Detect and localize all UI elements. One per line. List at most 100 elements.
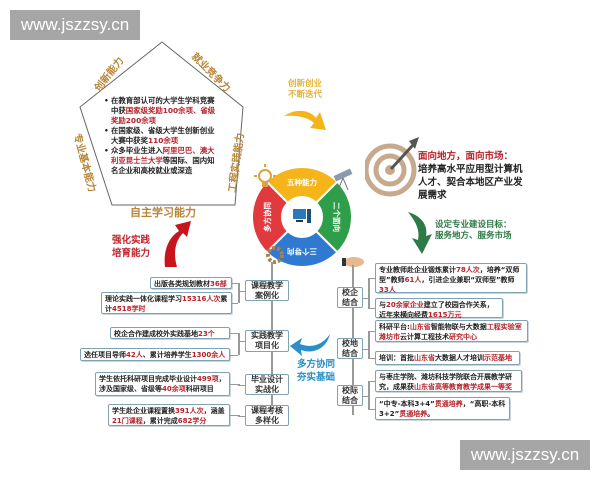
left-tree-detail: 理论实践一体化课程学习15316人次累计4518学时 — [101, 292, 232, 314]
watermark-bottom: www.jszzsy.cn — [460, 440, 590, 470]
text-segment: 潍坊市 — [379, 333, 400, 341]
text-segment: 与 — [379, 301, 386, 309]
text-segment: 工程实验室 — [486, 323, 522, 331]
text-segment: 等国际、国内知名企业和高校就业或深造 — [111, 156, 215, 175]
right-tree-node: 校企结合 — [337, 287, 363, 308]
text-segment: 499项 — [197, 375, 219, 383]
text-segment: 61人 — [404, 276, 422, 284]
connector — [368, 408, 375, 410]
text-segment: 与枣庄学院、潍坊科技学院联合开展教学研究，成果获 — [379, 373, 512, 391]
red-arrow-icon — [164, 221, 191, 267]
connector — [232, 303, 238, 305]
text-segment: 理论实践一体化课程学习 — [105, 295, 182, 303]
wheel-segment — [314, 180, 353, 254]
connector — [230, 415, 238, 417]
connector — [363, 297, 368, 299]
text-segment: 78人次 — [456, 266, 480, 274]
gear-icon — [266, 246, 284, 264]
connector — [238, 333, 240, 355]
connector — [368, 331, 375, 333]
text-segment: 682学分 — [177, 417, 207, 425]
right-tree-detail: 与枣庄学院、潍坊科技学院联合开展教学研究，成果获山东省高等教育教学成果一等奖 — [375, 370, 522, 392]
text-segment: 众多毕业生进入 — [111, 146, 163, 155]
connector — [238, 415, 245, 417]
text-segment: 研究中心 — [449, 333, 477, 341]
left-tree-node: 课程教学案例化 — [245, 280, 289, 301]
text-segment: 科研平台: — [379, 323, 410, 331]
text-segment: 110余项 — [147, 136, 179, 145]
connector — [368, 278, 375, 280]
watermark-top: www.jszzsy.cn — [10, 10, 140, 40]
collab-line-1: 多方协同 — [297, 359, 336, 370]
left-tree-detail: 选任项目导师42人、累计培养学生1300余人 — [80, 348, 230, 361]
connector — [368, 381, 375, 383]
text-segment: 科研项目 — [185, 385, 214, 393]
connector — [232, 283, 238, 285]
practice-line-2: 培育能力 — [112, 248, 151, 259]
text-segment: 15316人次 — [182, 295, 221, 303]
text-segment: 33人 — [379, 286, 396, 294]
text-segment: 贯通培养 — [434, 400, 463, 408]
innovation-line-2: 不断迭代 — [288, 90, 323, 100]
text-segment: 山东省高等教育教学成果一等奖 — [414, 383, 512, 391]
text-segment: 出版各类规划教材 — [154, 280, 210, 288]
left-tree-node: 课程考核多样化 — [245, 405, 289, 426]
right-tree-detail: 与20余家企业建立了校园合作关系，近年来横向经费1615万元 — [375, 298, 503, 319]
goal-text: 设定专业建设目标： 服务地方、服务市场 — [435, 220, 512, 242]
left-tree-node: 实践教学项目化 — [245, 330, 289, 352]
text-segment: “中专-本科3+4” — [379, 400, 435, 408]
right-tree-detail: 专业教师赴企业锻炼累计78人次，培养“双师型”教师61人，引进企业兼职“双师型”… — [375, 263, 527, 294]
text-segment: ，引进企业兼职“双师型”教师 — [421, 276, 515, 284]
text-segment: 云计算工程技术 — [400, 333, 449, 341]
wheel-segment-label: 三个导向 — [287, 247, 317, 257]
text-segment: 在国家级、省级大学生创新创业大赛中获奖 — [111, 126, 215, 145]
text-segment: 山东省 — [414, 354, 435, 362]
text-segment: 选任项目导师 — [84, 351, 126, 359]
left-tree-node: 毕业设计实战化 — [245, 374, 289, 395]
target-icon — [365, 137, 419, 197]
lightbulb-icon — [254, 164, 276, 187]
text-segment: 专业教师赴企业锻炼累计 — [379, 266, 456, 274]
connector — [368, 308, 375, 310]
connector — [368, 331, 370, 358]
connector — [368, 381, 370, 409]
connector — [368, 358, 375, 360]
text-segment: ，累计完成 — [142, 417, 178, 425]
connector — [238, 283, 240, 303]
connector — [230, 354, 238, 356]
text-segment: 示范基地 — [484, 354, 512, 362]
practice-label: 强化实践 培育能力 — [112, 234, 150, 260]
goal-line-1: 设定专业建设目标： — [435, 220, 512, 230]
yellow-arrow-icon — [284, 110, 326, 130]
text-segment: 36部 — [210, 280, 227, 288]
text-segment: ，涉及国家级、省级等 — [99, 375, 226, 393]
right-tree-node: 校地结合 — [337, 338, 363, 359]
right-tree-detail: 科研平台:山东省智能物联与大数据工程实验室 潍坊市云计算工程技术研究中心 — [375, 320, 528, 342]
edge-self-learning: 自主学习能力 — [130, 206, 196, 219]
left-tree-detail: 学生依托科研项目完成毕业设计499项，涉及国家级、省级等40余项科研项目 — [95, 372, 230, 396]
text-segment: 23个 — [198, 330, 215, 338]
computer-icon — [293, 209, 311, 223]
text-segment: 。 — [427, 410, 435, 418]
text-segment: 、累计培养学生 — [142, 351, 192, 359]
right-tree-detail: 培训：首批山东省大数据人才培训示范基地 — [375, 351, 520, 365]
left-tree-detail: 出版各类规划教材36部 — [150, 277, 232, 289]
text-segment: 大数据人才培训 — [435, 354, 484, 362]
blue-arrow-icon — [290, 334, 330, 356]
text-segment: 山东省 — [409, 323, 431, 331]
text-segment: 累计 — [105, 295, 228, 313]
achievement-item: 在国家级、省级大学生创新创业大赛中获奖110余项 — [104, 126, 216, 146]
connector — [230, 333, 238, 335]
connector — [238, 290, 245, 292]
left-tree-detail: 校企合作建成校外实践基地23个 — [110, 327, 230, 339]
left-tree-detail: 学生赴企业课程置换391人次，涵盖21门课程，累计完成682学分 — [108, 404, 230, 426]
text-segment: 阿里巴巴、澳大利亚昆士兰大学 — [111, 146, 215, 165]
connector — [363, 348, 368, 350]
telescope-icon — [333, 168, 353, 191]
target-body: 培养高水平应用型计算机人才、契合本地区产业发展需求 — [418, 164, 523, 201]
wheel-segment — [265, 166, 339, 205]
wheel-segment-label: 多方协同 — [262, 202, 272, 232]
achievement-item: 在教育部认可的大学生学科竞赛中获国家级奖励100余项、省级奖励200余项 — [104, 96, 216, 126]
